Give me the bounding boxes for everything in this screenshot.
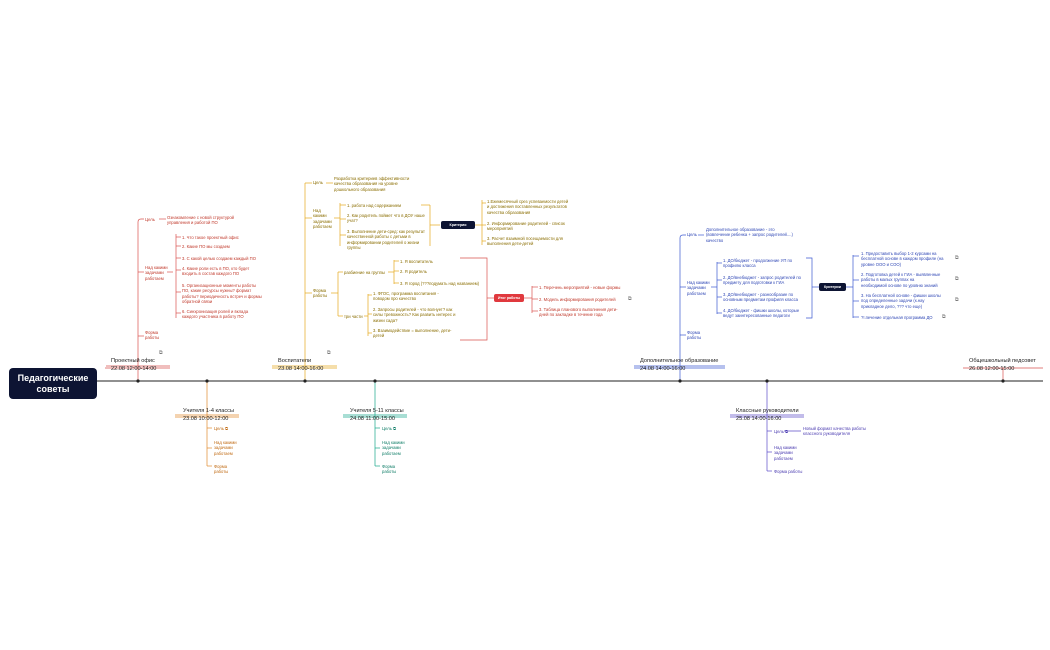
vosp-group-2[interactable]: 2. Я родитель — [400, 269, 427, 274]
dop-criterion-3[interactable]: 3. На бесплатной основе - фишки школы по… — [861, 293, 941, 309]
event-obsh[interactable]: Общешкольный педсовет 26.08 12:00-15:00 — [969, 351, 1036, 373]
vosp-group-3[interactable]: 3. Я город (???подумать над названием) — [400, 281, 480, 286]
proekt-goal-text[interactable]: Ознакомление с новой структурой управлен… — [167, 215, 235, 226]
external-link-icon[interactable]: ⧉ — [783, 429, 789, 434]
vosp-criteria-badge[interactable]: Критерии — [441, 221, 475, 229]
vosp-group-1[interactable]: 1. Я воспитатель — [400, 259, 433, 264]
dop-task-4[interactable]: 4. ДО/бюджет - фишки школы, которые веду… — [723, 308, 800, 319]
klass-connectors — [730, 381, 804, 472]
vosp-goal-label[interactable]: Цель — [313, 180, 323, 185]
external-link-icon[interactable]: ⧉ — [223, 426, 229, 431]
vosp-criterion-1[interactable]: 1.Ежемесячный срез успеваемости детей и … — [487, 199, 569, 215]
event-dop[interactable]: Дополнительное образование 24.08 14:00-1… — [640, 351, 718, 373]
klass-goal-label-text: Цель — [774, 429, 784, 434]
external-link-icon[interactable]: ⧉ — [327, 350, 331, 356]
dop-connectors — [634, 234, 859, 381]
proekt-form-label[interactable]: Форма работы — [145, 330, 160, 341]
klass-tasks-label[interactable]: Над какими задачами работаем — [774, 445, 797, 461]
vosp-three-1[interactable]: 1. ФГОС, программа воспитания - поводом … — [373, 291, 439, 302]
external-link-icon[interactable]: ⧉ — [391, 426, 397, 431]
proekt-task-4[interactable]: 4. Какие роли есть в ПО, кто будет входи… — [182, 266, 250, 277]
event-uch511[interactable]: Учителя 5-11 классы 24.08 11:00-15:00 — [350, 401, 404, 423]
uch14-tasks-label[interactable]: Над какими задачами работаем — [214, 440, 237, 456]
vosp-criterion-3[interactable]: 3. Расчет взаимной посещаемости для выпо… — [487, 236, 563, 247]
uch511-tasks-label[interactable]: Над какими задачами работаем — [382, 440, 405, 456]
vosp-three-2[interactable]: 2. Запросы родителей - что волнует? как … — [373, 307, 456, 323]
proekt-goal-label[interactable]: Цель — [145, 217, 155, 222]
external-link-icon[interactable]: ⧉ — [955, 255, 959, 261]
vosp-groups-label[interactable]: разбиение на группы — [344, 270, 385, 275]
event-obsh-title: Общешкольный педсовет 26.08 12:00-15:00 — [969, 358, 1036, 372]
dop-criteria-badge[interactable]: Критерии — [819, 283, 846, 291]
klass-form-label[interactable]: Форма работы — [774, 469, 803, 474]
dop-task-1[interactable]: 1. ДО/бюджет - продолжение УП по профилю… — [723, 258, 793, 269]
proekt-tasks-label[interactable]: Над какими задачами работаем — [145, 265, 168, 281]
vosp-three-3[interactable]: 3. Взаимодействие = выполнение, дети- де… — [373, 328, 452, 339]
uch14-goal-label-text: Цель — [214, 426, 224, 431]
external-link-icon[interactable]: ⧉ — [159, 350, 163, 356]
vosp-tasks-label[interactable]: Над какими задачами работаем — [313, 208, 332, 229]
root-node-title[interactable]: Педагогические советы — [9, 368, 97, 399]
vosp-form-label[interactable]: Форма работы — [313, 288, 328, 299]
external-link-icon[interactable]: ⧉ — [955, 276, 959, 282]
timeline-dots — [136, 379, 1005, 383]
uch14-form-label[interactable]: Форма работы — [214, 464, 229, 475]
uch511-goal-label[interactable]: Цель ⧉ — [382, 426, 396, 431]
event-uch14-title: Учителя 1-4 классы 23.08 10:00-12:00 — [183, 408, 235, 422]
uch511-connectors — [343, 381, 407, 467]
event-proekt[interactable]: Проектный офис 22.08 12:00-14:00 — [111, 351, 156, 373]
dop-form-label[interactable]: Форма работы — [687, 330, 702, 341]
event-klass-title: Классные руководители 25.08 14:00-16:00 — [736, 408, 799, 422]
event-dop-title: Дополнительное образование 24.08 14:00-1… — [640, 358, 719, 372]
klass-goal-text[interactable]: Новый формат качества работы классного р… — [803, 426, 866, 437]
uch511-goal-label-text: Цель — [382, 426, 392, 431]
vosp-task-3[interactable]: 3. Выполнение дети-сред: как результат к… — [347, 229, 425, 250]
vosp-result-1[interactable]: 1. Перечень мероприятий - новые формы — [539, 285, 621, 290]
proekt-task-5[interactable]: 5. Организационные моменты работы ПО, ка… — [182, 283, 262, 304]
vosp-three-label[interactable]: три части — [344, 314, 363, 319]
event-klass[interactable]: Классные руководители 25.08 14:00-16:00 — [736, 401, 799, 423]
vosp-task-2[interactable]: 2. Как родитель поймет что в ДОУ наше уч… — [347, 213, 425, 224]
vosp-goal-text[interactable]: Разработка критериев эффективности качес… — [334, 176, 410, 192]
dop-goal-text[interactable]: Дополнительное образование - это (вовлеч… — [706, 227, 793, 243]
dop-criterion-4[interactable]: ?!.печение отдельная программа ДО — [861, 315, 933, 320]
vosp-result-connectors — [460, 257, 538, 341]
uch14-goal-label[interactable]: Цель ⧉ — [214, 426, 228, 431]
proekt-task-1[interactable]: 1. Что такое проектный офис — [182, 235, 239, 240]
event-uch14[interactable]: Учителя 1-4 классы 23.08 10:00-12:00 — [183, 401, 234, 423]
dop-criterion-2[interactable]: 2. Подготовка детей к ГИА - выявленные р… — [861, 272, 941, 288]
vosp-result-3[interactable]: 3. Таблица планового выполнения дети- дн… — [539, 307, 618, 318]
dop-task-3[interactable]: 3. ДО/внебюджет - разнообразие по основн… — [723, 292, 798, 303]
klass-goal-label[interactable]: Цель ⧉ — [774, 429, 788, 434]
dop-task-2[interactable]: 2. ДО/внебюджет - запрос родителей по пр… — [723, 275, 801, 286]
obsh-connectors — [963, 367, 1043, 381]
dop-criterion-1[interactable]: 1. Предоставить выбор 1-2 курсами на бес… — [861, 251, 944, 267]
proekt-task-2[interactable]: 2. Какие ПО мы создаем — [182, 244, 230, 249]
dop-goal-label[interactable]: Цель — [687, 232, 697, 237]
vosp-connectors — [272, 182, 486, 381]
proekt-task-6[interactable]: 6. Синхронизация ролей и вклада каждого … — [182, 309, 249, 320]
external-link-icon[interactable]: ⧉ — [942, 314, 946, 320]
external-link-icon[interactable]: ⧉ — [628, 296, 632, 302]
event-vosp[interactable]: Воспитатели 23.08 14:00-16:00 — [278, 351, 323, 373]
event-proekt-title: Проектный офис 22.08 12:00-14:00 — [111, 358, 157, 372]
uch511-form-label[interactable]: Форма работы — [382, 464, 397, 475]
vosp-task-1[interactable]: 1. работа над содержанием — [347, 203, 402, 208]
vosp-result-badge[interactable]: Итог работы — [494, 294, 524, 302]
proekt-task-3[interactable]: 3. С какой целью создаем каждый ПО — [182, 256, 256, 261]
proekt-connectors — [105, 218, 181, 381]
uch14-connectors — [175, 381, 239, 467]
event-uch511-title: Учителя 5-11 классы 24.08 11:00-15:00 — [350, 408, 404, 422]
external-link-icon[interactable]: ⧉ — [955, 297, 959, 303]
vosp-criterion-2[interactable]: 2. Информирование родителей - список мер… — [487, 221, 565, 232]
event-vosp-title: Воспитатели 23.08 14:00-16:00 — [278, 358, 324, 372]
dop-tasks-label[interactable]: Над какими задачами работаем — [687, 280, 710, 296]
vosp-result-2[interactable]: 2. Модель информирования родителей — [539, 297, 616, 302]
